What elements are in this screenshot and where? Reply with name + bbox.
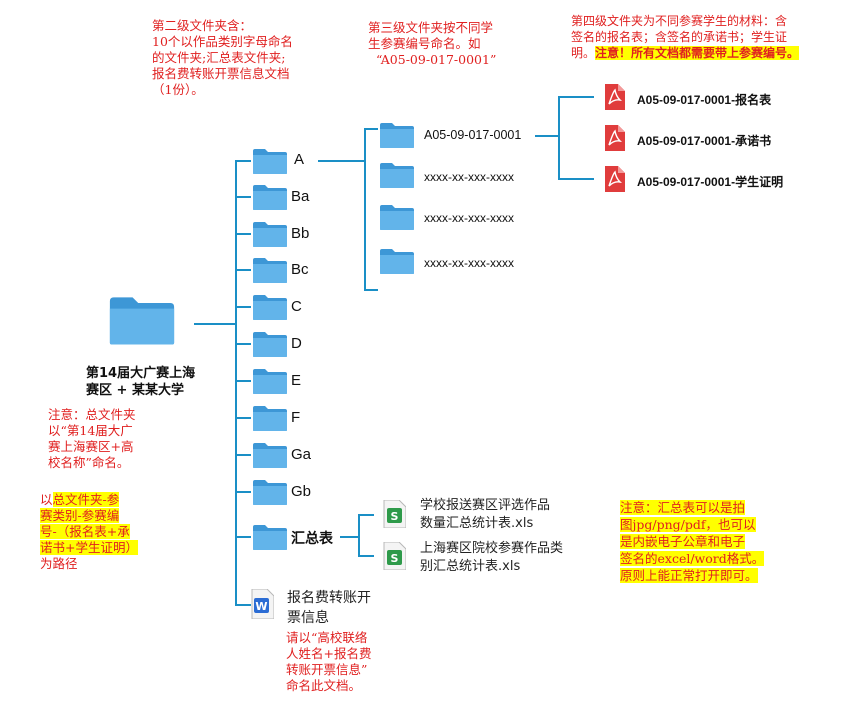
pdf-icon[interactable] — [603, 84, 625, 110]
branch — [235, 417, 251, 419]
category-label: Gb — [291, 483, 312, 500]
student-folder-label: xxxx-xx-xxx-xxxx — [424, 211, 514, 225]
trunk-level3 — [364, 128, 366, 291]
category-folder-icon[interactable] — [252, 183, 288, 211]
branch — [558, 178, 594, 180]
category-folder-icon[interactable] — [252, 293, 288, 321]
branch — [235, 233, 251, 235]
branch — [364, 128, 378, 130]
xls-file-label: 学校报送赛区评选作品 数量汇总统计表.xls — [420, 498, 551, 531]
connector-root — [194, 323, 236, 325]
connector-student — [535, 135, 559, 137]
student-folder-label: xxxx-xx-xxx-xxxx — [424, 256, 514, 270]
category-label: C — [291, 298, 302, 315]
pdf-file-label: A05-09-017-0001-承诺书 — [637, 134, 772, 148]
category-folder-icon[interactable] — [252, 441, 288, 469]
summary-folder-label: 汇总表 — [291, 531, 333, 547]
category-label: Bb — [291, 225, 310, 242]
student-folder-icon[interactable] — [379, 161, 415, 189]
summary-note: 注意：汇总表可以是拍 图jpg/png/pdf，也可以 是内嵌电子公章和电子 签… — [620, 500, 765, 583]
svg-text:W: W — [255, 600, 267, 613]
pdf-file-label: A05-09-017-0001-报名表 — [637, 93, 772, 107]
level3-note: 第三级文件夹按不同学 生参赛编号命名。如 “A05-09-017-0001” — [368, 20, 497, 67]
xls-icon[interactable] — [382, 542, 406, 570]
branch — [235, 454, 251, 456]
pdf-icon[interactable] — [603, 166, 625, 192]
branch — [235, 380, 251, 382]
root-folder-label: 第14届大广赛上海 赛区 + 某某大学 — [86, 366, 196, 398]
category-label: Ga — [291, 446, 312, 463]
category-label: Bc — [291, 261, 309, 278]
root-folder-icon[interactable] — [108, 292, 176, 348]
branch — [358, 555, 374, 557]
student-folder-icon[interactable] — [379, 121, 415, 149]
branch — [235, 536, 251, 538]
fee-note: 请以“高校联络 人姓名+报名费 转账开票信息” 命名此文档。 — [286, 630, 372, 693]
word-doc-icon[interactable]: W — [250, 588, 275, 620]
connector-summary — [340, 536, 360, 538]
level4-note: 第四级文件夹为不同参赛学生的材料：含 签名的报名表；含签名的承诺书；学生证 明。… — [571, 14, 800, 60]
summary-folder-icon[interactable] — [252, 523, 288, 551]
category-label: A — [294, 151, 305, 168]
path-note: 以总文件夹-参 赛类别-参赛编 号-（报名表+承 诺书+学生证明） 为路径 — [40, 492, 138, 571]
category-folder-icon[interactable] — [252, 404, 288, 432]
connector-a — [318, 160, 366, 162]
branch — [235, 160, 251, 162]
branch — [235, 604, 251, 606]
student-folder-label: xxxx-xx-xxx-xxxx — [424, 170, 514, 184]
branch — [235, 306, 251, 308]
pdf-icon[interactable] — [603, 125, 625, 151]
category-folder-icon[interactable] — [252, 147, 288, 175]
category-folder-icon[interactable] — [252, 256, 288, 284]
category-folder-icon[interactable] — [252, 330, 288, 358]
xls-file-label: 上海赛区院校参赛作品类 别汇总统计表.xls — [420, 541, 564, 574]
branch — [235, 196, 251, 198]
category-folder-icon[interactable] — [252, 220, 288, 248]
level2-note: 第二级文件夹含： 10个以作品类别字母命名 的文件夹;汇总表文件夹; 报名费转账… — [152, 18, 293, 97]
branch — [235, 343, 251, 345]
branch — [558, 96, 594, 98]
branch — [235, 269, 251, 271]
root-note: 注意：总文件夹 以“第14届大广 赛上海赛区+高 校名称”命名。 — [48, 407, 136, 470]
fee-doc-label: 报名费转账开 票信息 — [287, 590, 371, 626]
category-label: Ba — [291, 188, 310, 205]
student-folder-icon[interactable] — [379, 203, 415, 231]
category-label: E — [291, 372, 302, 389]
branch — [364, 289, 378, 291]
student-folder-icon[interactable] — [379, 247, 415, 275]
xls-icon[interactable] — [382, 500, 406, 528]
pdf-file-label: A05-09-017-0001-学生证明 — [637, 175, 784, 189]
category-folder-icon[interactable] — [252, 478, 288, 506]
category-folder-icon[interactable] — [252, 367, 288, 395]
category-label: F — [291, 409, 301, 426]
category-label: D — [291, 335, 302, 352]
trunk-level4 — [558, 96, 560, 180]
trunk-xls — [358, 514, 360, 556]
student-folder-label: A05-09-017-0001 — [424, 128, 522, 142]
branch — [358, 514, 374, 516]
branch — [235, 491, 251, 493]
trunk-level2 — [235, 160, 237, 605]
